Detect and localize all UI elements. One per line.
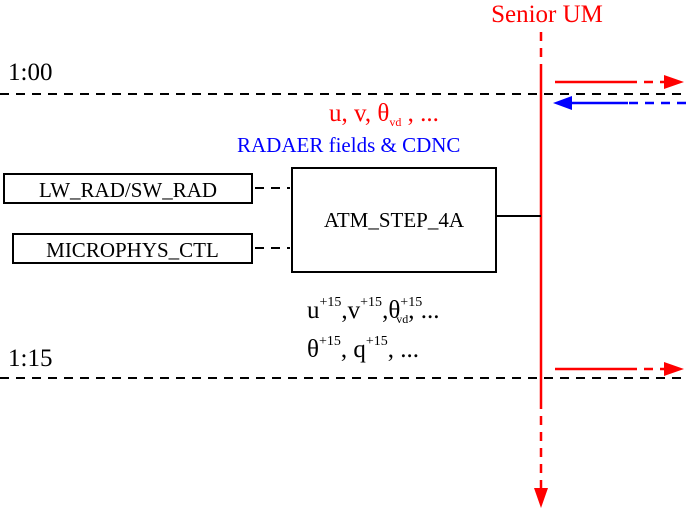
senior-um-label: Senior UM [491, 1, 603, 28]
incoming-prognostic-label: u, v, θvd , ... [329, 100, 439, 129]
microphys-ctl-box [12, 233, 253, 264]
atm-step-label: ATM_STEP_4A [324, 208, 465, 232]
senior-timeline-arrowhead [534, 488, 548, 508]
senior-send-arrow-end [555, 362, 684, 376]
senior-timeline [534, 32, 548, 508]
senior-send-arrow-start [555, 75, 684, 89]
radaer-fields-label: RADAER fields & CDNC [237, 133, 460, 157]
time-label-end: 1:15 [8, 345, 52, 372]
outgoing-increments-line2: θ+15, q+15, ... [307, 334, 419, 363]
lw-sw-rad-box [3, 173, 253, 204]
lw-sw-rad-label: LW_RAD/SW_RAD [39, 178, 217, 202]
microphys-ctl-label: MICROPHYS_CTL [46, 238, 219, 262]
radaer-receive-arrow [553, 96, 686, 110]
time-label-start: 1:00 [8, 59, 52, 86]
atm-step-box [291, 167, 497, 273]
